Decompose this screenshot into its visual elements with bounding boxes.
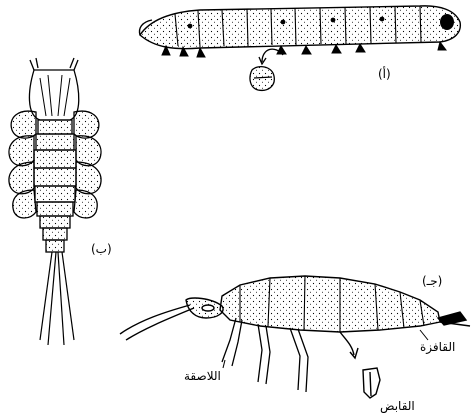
- panel-label-c: (جـ): [422, 275, 442, 287]
- springtail-dorsal-figure: [9, 58, 101, 345]
- springtail-lateral-figure: [120, 276, 470, 398]
- part-label-jumper: القافزة: [420, 341, 455, 353]
- part-label-adhesive: اللاصقة: [184, 370, 221, 382]
- panel-label-a: (أ): [378, 68, 391, 80]
- caterpillar-figure: [140, 6, 461, 57]
- proleg-detail: [250, 49, 283, 90]
- label-leaders: [223, 330, 428, 368]
- panel-label-b: (ب): [91, 243, 112, 255]
- part-label-grasper: القابض: [380, 400, 415, 412]
